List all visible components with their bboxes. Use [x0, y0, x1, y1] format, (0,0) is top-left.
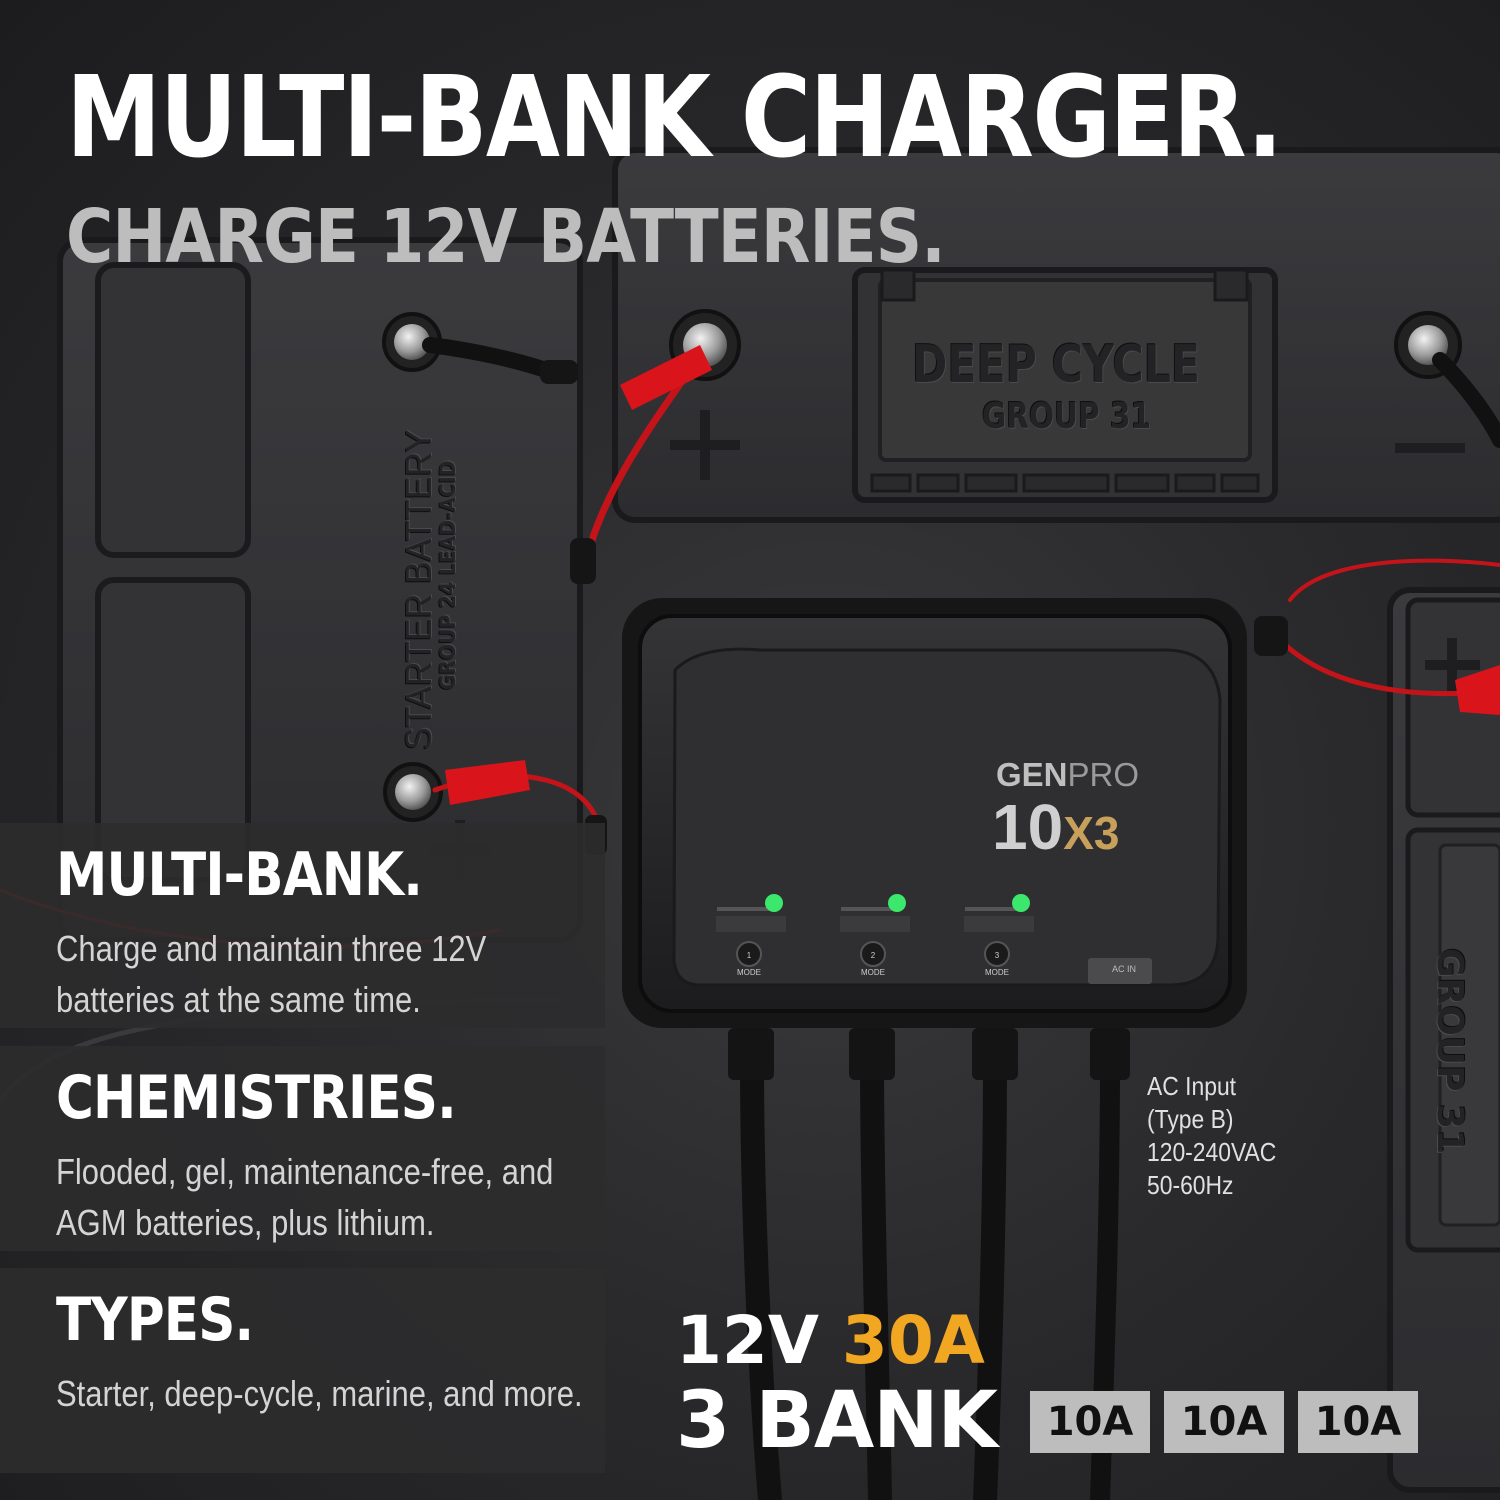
feature-text: Starter, deep-cycle, marine, and more. [56, 1373, 583, 1414]
ac-input-line: AC Input [1147, 1071, 1237, 1101]
feature-title: MULTI-BANK. [56, 840, 423, 910]
voltage-current-rating: 12V 30A [676, 1308, 985, 1374]
ac-input-line: 120-240VAC [1147, 1137, 1277, 1167]
starter-battery-label: STARTER BATTERY [398, 429, 439, 750]
ac-input-note: AC Input (Type B) 120-240VAC 50-60Hz [1147, 1070, 1276, 1202]
starter-battery [57, 237, 583, 943]
deep-cycle-label: DEEP CYCLE [912, 335, 1200, 395]
right-battery [1387, 587, 1500, 1493]
deep-cycle-group-label: GROUP 31 [982, 396, 1152, 437]
charger-brand: GENPRO [996, 758, 1139, 791]
bank-2-amp-badge: 10A [1164, 1391, 1284, 1453]
bank-1-mode-label: MODE [737, 968, 761, 977]
battery-terminals [382, 309, 1462, 822]
deep-cycle-battery [612, 147, 1500, 523]
brand-gen: GEN [996, 756, 1068, 793]
headline: MULTI-BANK CHARGER. [66, 53, 1283, 183]
ac-input-line: 50-60Hz [1147, 1170, 1234, 1200]
bank-2-controls [840, 894, 910, 967]
charger-unit: 1 2 3 MODE MODE MODE [622, 598, 1247, 1080]
current-value: 30A [841, 1302, 985, 1379]
bank-3-mode-label: MODE [985, 968, 1009, 977]
bank-1-amp-badge: 10A [1030, 1391, 1150, 1453]
right-battery-group-label: GROUP 31 [1429, 948, 1470, 1155]
ac-input-line: (Type B) [1147, 1104, 1234, 1134]
starter-battery-type-label: GROUP 24 LEAD-ACID [436, 460, 460, 690]
feature-title: TYPES. [56, 1285, 254, 1355]
feature-title: CHEMISTRIES. [56, 1063, 457, 1133]
feature-text: Flooded, gel, maintenance-free, and AGM … [56, 1151, 554, 1243]
bank-2-number: 2 [871, 951, 876, 960]
bank-1-number: 1 [747, 951, 752, 960]
brand-pro: PRO [1067, 756, 1140, 793]
bank-1-controls [716, 894, 786, 967]
bank-2-mode-label: MODE [861, 968, 885, 977]
bank-count: 3 BANK [676, 1376, 998, 1466]
feature-text: Charge and maintain three 12V batteries … [56, 928, 487, 1020]
bank-3-number: 3 [995, 951, 1000, 960]
feature-panel-multibank: MULTI-BANK. Charge and maintain three 12… [0, 823, 605, 1028]
bank-3-amp-badge: 10A [1298, 1391, 1418, 1453]
feature-panel-chemistries: CHEMISTRIES. Flooded, gel, maintenance-f… [0, 1046, 605, 1251]
model-suffix: X3 [1063, 807, 1120, 859]
model-number: 10 [992, 791, 1064, 863]
subheadline: CHARGE 12V BATTERIES. [66, 194, 946, 280]
charger-model: 10X3 [992, 795, 1119, 859]
bank-3-controls [964, 894, 1034, 967]
voltage-value: 12V [676, 1302, 819, 1379]
feature-panel-types: TYPES. Starter, deep-cycle, marine, and … [0, 1268, 605, 1473]
ac-port-label: AC IN [1112, 964, 1137, 974]
